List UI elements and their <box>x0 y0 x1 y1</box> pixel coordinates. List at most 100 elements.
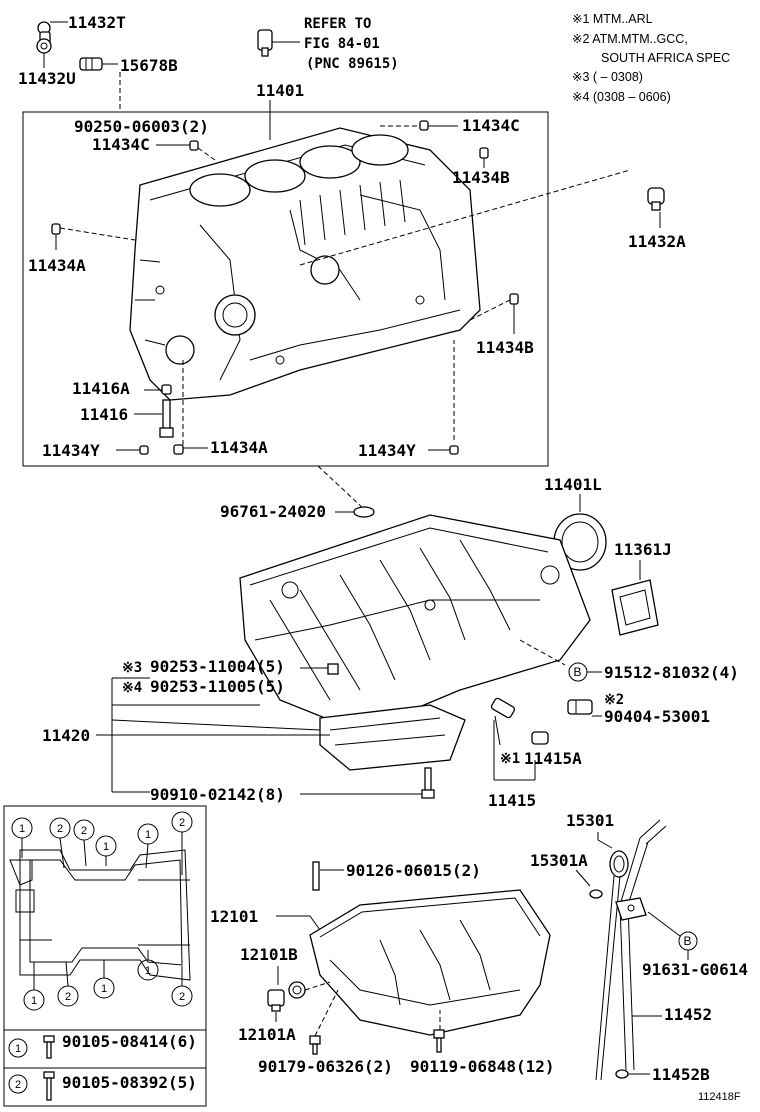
plug-11415A <box>531 731 549 745</box>
label-15678B: 15678B <box>120 56 178 75</box>
o-ring-96761 <box>353 506 375 518</box>
svg-text:2: 2 <box>81 825 87 837</box>
knock-sensor-part <box>257 29 273 57</box>
callout-1-a: 1 <box>11 817 33 839</box>
label-90404: 90404-53001 <box>604 707 710 726</box>
label-11416: 11416 <box>80 405 128 424</box>
o-ring-15301A <box>589 889 603 899</box>
label-90105-a: 90105-08414(6) <box>62 1032 197 1051</box>
oil-pan-12101 <box>309 889 551 1036</box>
note-1: ※1 MTM..ARL <box>572 12 653 26</box>
dowel-pin-c2 <box>419 120 429 131</box>
guide-tube-11452 <box>615 819 667 1071</box>
dowel-pin-b1 <box>479 147 489 159</box>
label-90910: 90910-02142(8) <box>150 785 285 804</box>
label-11401L: 11401L <box>544 475 602 494</box>
svg-text:2: 2 <box>179 991 185 1003</box>
dowel-pin-c1 <box>189 140 199 151</box>
label-91512: 91512-81032(4) <box>604 663 739 682</box>
callout-1-e: 1 <box>93 977 115 999</box>
label-91631: 91631-G0614 <box>642 960 748 979</box>
cylinder-block <box>129 127 481 401</box>
label-11434A-left: 11434A <box>28 256 86 275</box>
label-90404-mark: ※2 <box>604 692 624 708</box>
drain-plug-12101A <box>267 989 285 1012</box>
callout-2-d: 2 <box>57 985 79 1007</box>
svg-text:2: 2 <box>15 1079 21 1091</box>
callout-1-f: 1 <box>137 959 159 981</box>
label-11434Y-left: 11434Y <box>42 441 100 460</box>
label-12101B: 12101B <box>240 945 298 964</box>
label-90105-b: 90105-08392(5) <box>62 1073 197 1092</box>
legend-row-1: 1 90105-08414(6) <box>8 1032 197 1059</box>
refer-line-2: FIG 84-01 <box>304 36 380 52</box>
label-11432U: 11432U <box>18 69 76 88</box>
svg-text:2: 2 <box>65 991 71 1003</box>
bolt-90253 <box>327 663 339 675</box>
label-11432T: 11432T <box>68 13 126 32</box>
label-11415A-mark: ※1 <box>500 751 520 767</box>
sensor-90404 <box>567 699 593 715</box>
svg-text:2: 2 <box>179 817 185 829</box>
svg-text:B: B <box>574 665 582 679</box>
svg-text:B: B <box>684 934 692 948</box>
figure-id: 112418F <box>698 1091 741 1103</box>
label-15301: 15301 <box>566 811 614 830</box>
refer-line-1: REFER TO <box>304 16 371 32</box>
label-90119: 90119-06848(12) <box>410 1057 555 1076</box>
svg-text:1: 1 <box>145 965 151 977</box>
pin-11434Y-right <box>449 445 459 455</box>
label-11434B-bottom: 11434B <box>476 338 534 357</box>
bolt-pattern-legend <box>3 805 207 1107</box>
plug-11432A <box>647 187 665 211</box>
callout-leaders <box>21 832 183 990</box>
refer-to-note: REFER TO FIG 84-01 (PNC 89615) <box>257 16 399 72</box>
label-11434B-top: 11434B <box>452 168 510 187</box>
label-11452: 11452 <box>664 1005 712 1024</box>
cover-11361J <box>611 579 659 636</box>
svg-text:1: 1 <box>145 829 151 841</box>
svg-text:2: 2 <box>57 823 63 835</box>
callout-b-bottom: B <box>678 931 698 951</box>
dowel-pin-b2 <box>509 293 519 305</box>
bolt-90119 <box>433 1029 445 1053</box>
stud-90126 <box>312 861 320 891</box>
legend-row-2: 2 90105-08392(5) <box>8 1071 197 1101</box>
pin-11434Y-left <box>139 445 149 455</box>
dipstick-15301 <box>595 850 629 1081</box>
svg-text:1: 1 <box>101 983 107 995</box>
refer-line-3: (PNC 89615) <box>306 56 399 72</box>
note-2: ※2 ATM.MTM..GCC, <box>572 32 688 46</box>
label-15301A: 15301A <box>530 851 588 870</box>
label-90253-b-mark: ※4 <box>122 680 142 696</box>
label-11434A-bottom: 11434A <box>210 438 268 457</box>
label-11432A: 11432A <box>628 232 686 251</box>
svg-text:1: 1 <box>15 1043 21 1055</box>
stud-90910 <box>421 767 435 799</box>
spec-notes: ※1 MTM..ARL ※2 ATM.MTM..GCC, SOUTH AFRIC… <box>572 12 730 104</box>
o-ring-11452B <box>615 1069 629 1079</box>
label-12101A: 12101A <box>238 1025 296 1044</box>
label-12101: 12101 <box>210 907 258 926</box>
callout-2-c: 2 <box>171 811 193 833</box>
plug-15678B <box>79 57 103 71</box>
label-11415: 11415 <box>488 791 536 810</box>
label-90126: 90126-06015(2) <box>346 861 481 880</box>
gasket-11432U <box>36 38 52 54</box>
callout-1-b: 1 <box>95 835 117 857</box>
label-11416A: 11416A <box>72 379 130 398</box>
note-2-cont: SOUTH AFRICA SPEC <box>601 51 730 65</box>
svg-text:1: 1 <box>31 995 37 1007</box>
label-11434C-right: 11434C <box>462 116 520 135</box>
bolt-90179 <box>309 1035 321 1055</box>
note-4: ※4 (0308 – 0606) <box>572 90 671 104</box>
cylinder-block-frame <box>22 111 549 467</box>
pin-11434A-bottom <box>173 444 184 455</box>
gasket-12101B <box>288 981 306 999</box>
callout-1-c: 1 <box>137 823 159 845</box>
plug-11416A <box>161 384 172 395</box>
label-90253-b: 90253-11005(5) <box>150 677 285 696</box>
oil-pan-outline-mini <box>9 849 191 981</box>
dowel-pin-a1 <box>51 223 61 235</box>
